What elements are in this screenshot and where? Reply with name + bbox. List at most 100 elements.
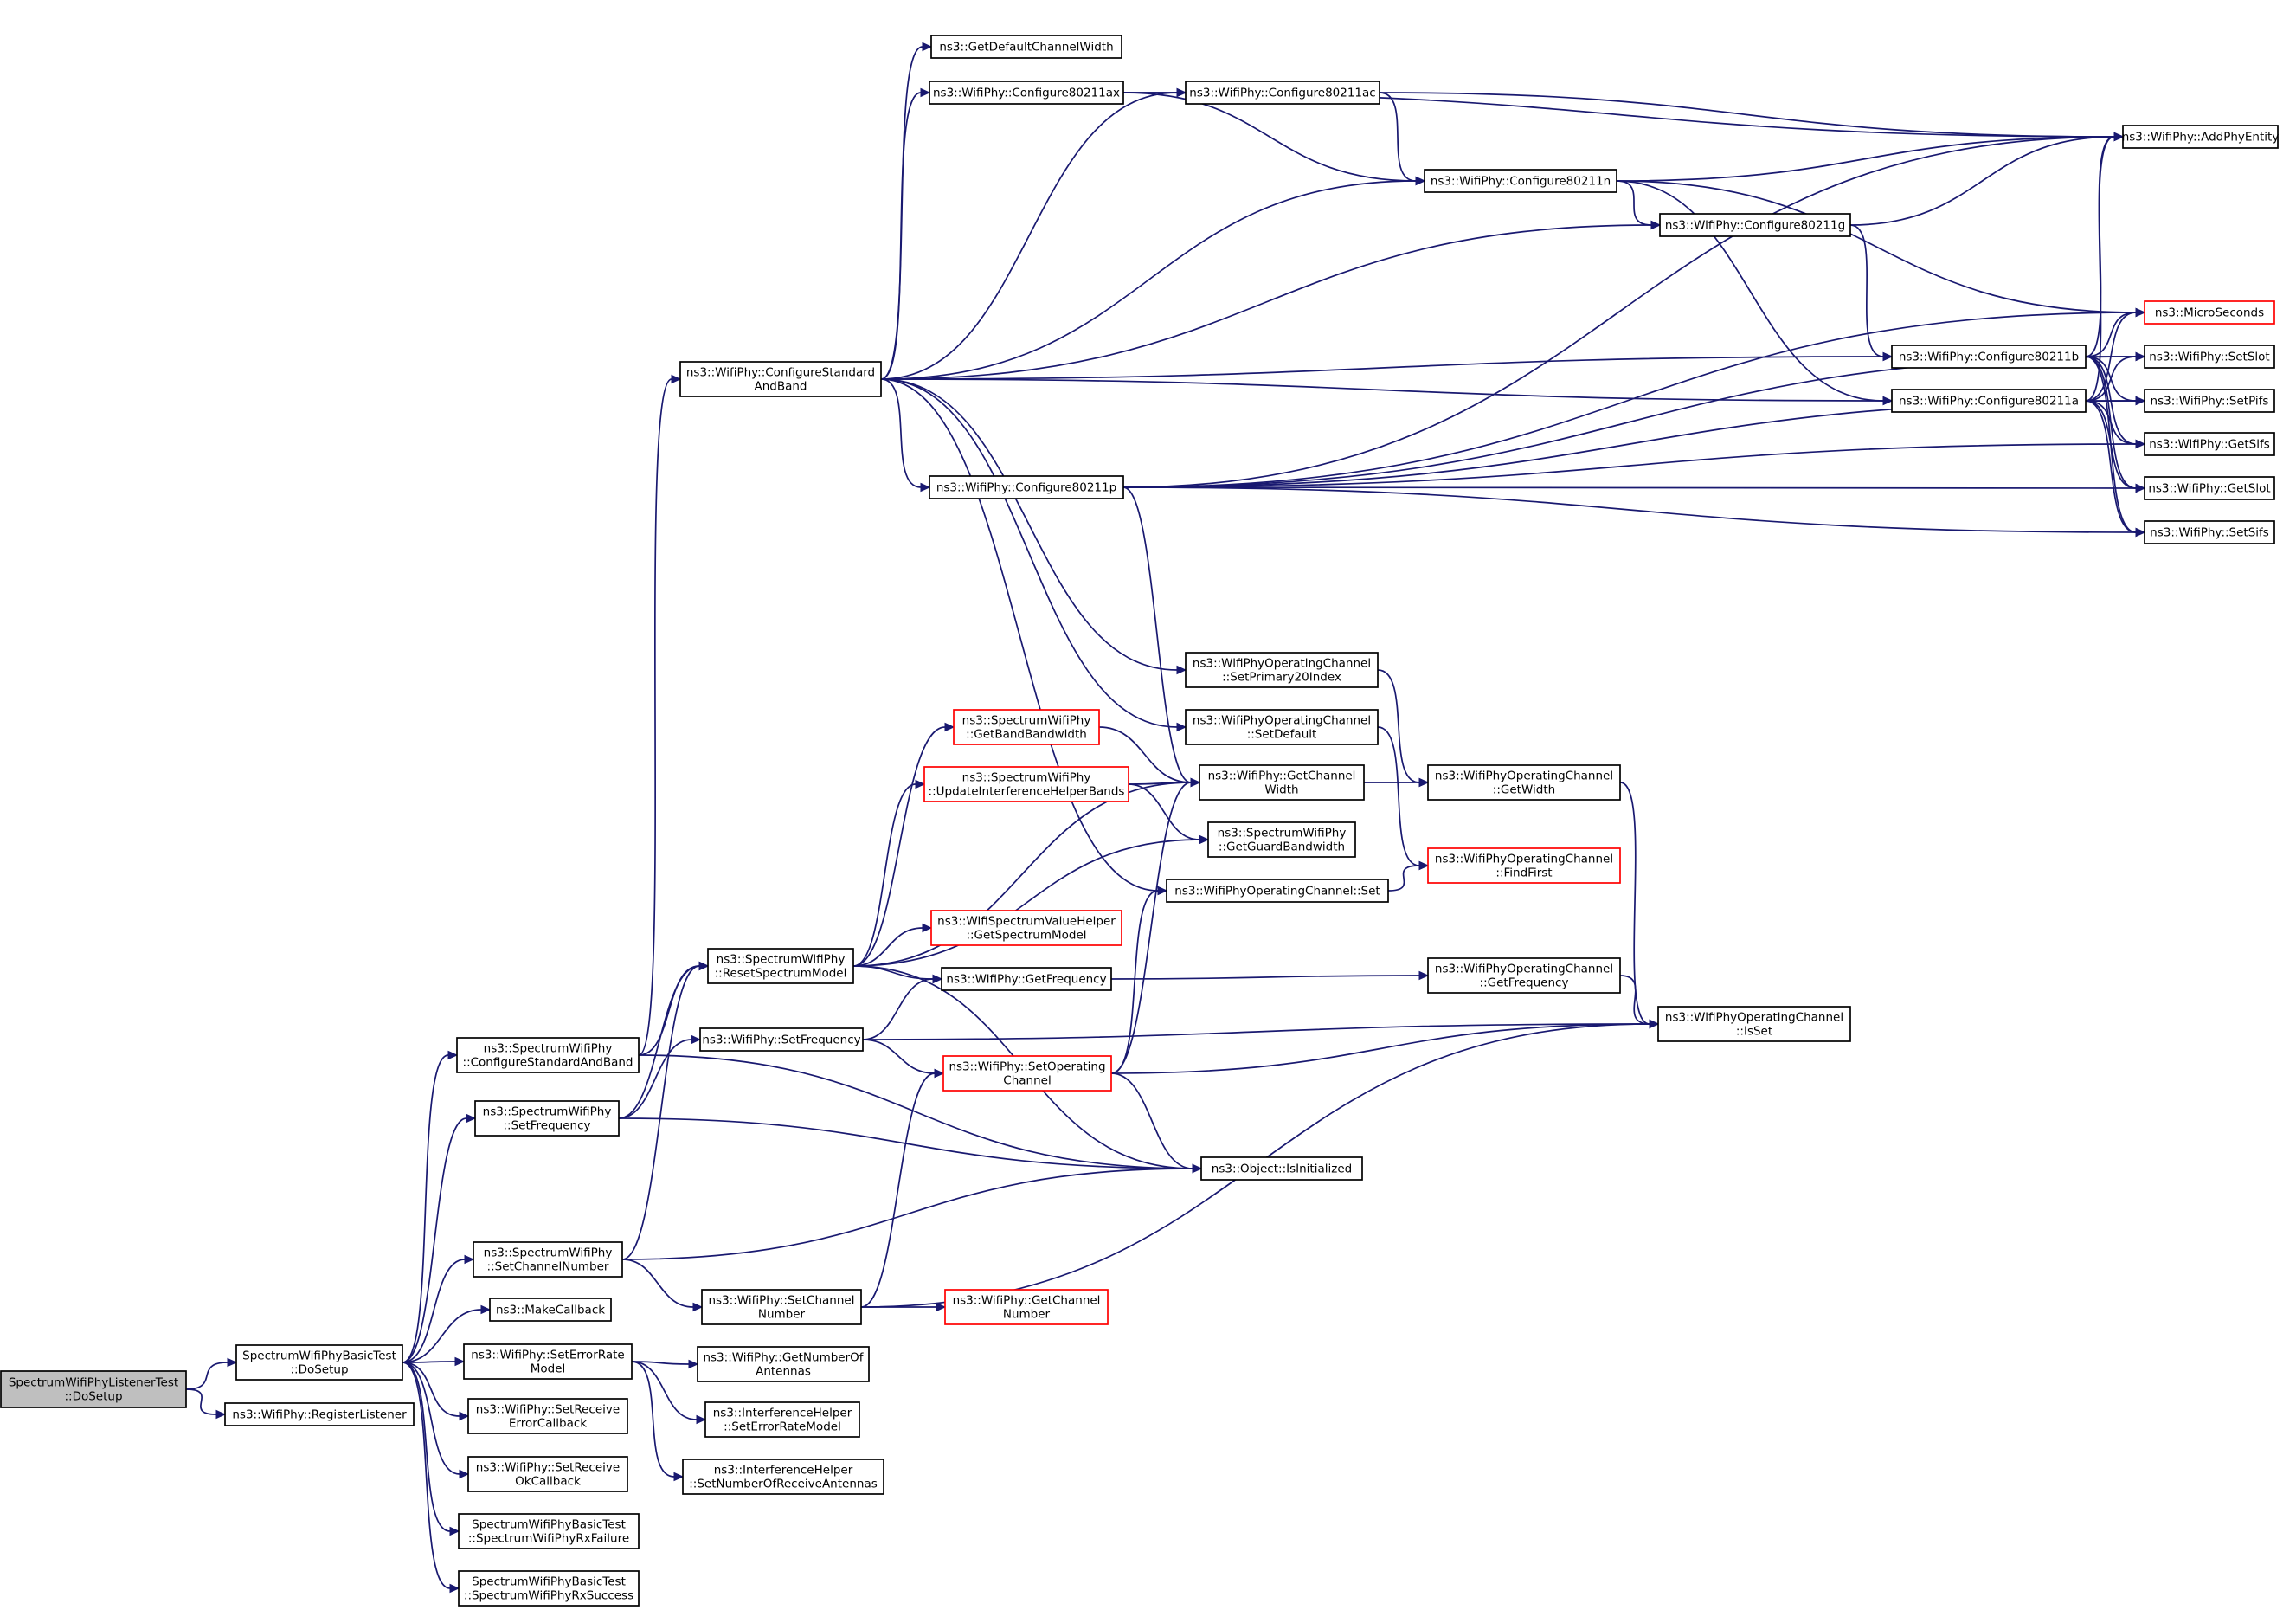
node-ocgw[interactable]: ns3::WifiPhyOperatingChannel::GetWidth bbox=[1427, 764, 1621, 801]
node-box bbox=[697, 1346, 870, 1382]
node-ihserm[interactable]: ns3::InterferenceHelper::SetErrorRateMod… bbox=[704, 1401, 860, 1438]
node-label: ns3::WifiPhy::SetErrorRate bbox=[471, 1349, 624, 1362]
node-label: ::ConfigureStandardAndBand bbox=[463, 1056, 633, 1070]
node-oinit[interactable]: ns3::Object::IsInitialized bbox=[1200, 1156, 1363, 1181]
edge-basic-scsab bbox=[402, 1050, 459, 1363]
edge-suihb-sggb bbox=[1128, 783, 1210, 845]
node-sscn[interactable]: ns3::SpectrumWifiPhy::SetChannelNumber bbox=[473, 1241, 623, 1278]
node-label: ::DoSetup bbox=[64, 1390, 122, 1404]
node-label: ns3::SpectrumWifiPhy bbox=[1218, 827, 1347, 840]
node-ocsd[interactable]: ns3::WifiPhyOperatingChannel::SetDefault bbox=[1185, 709, 1379, 745]
node-c11ax[interactable]: ns3::WifiPhy::Configure80211ax bbox=[929, 80, 1124, 105]
node-wscn[interactable]: ns3::WifiPhy::SetChannelNumber bbox=[701, 1289, 862, 1325]
node-ssf[interactable]: ns3::SpectrumWifiPhy::SetFrequency bbox=[474, 1100, 620, 1137]
edge-layer bbox=[185, 42, 2146, 1594]
edge-basic-sroc bbox=[402, 1362, 470, 1479]
node-label: ns3::WifiPhy::Configure80211ac bbox=[1189, 87, 1375, 100]
node-c11a[interactable]: ns3::WifiPhy::Configure80211a bbox=[1891, 389, 2087, 413]
node-ocff[interactable]: ns3::WifiPhyOperatingChannel::FindFirst bbox=[1427, 847, 1621, 884]
node-label: ::GetBandBandwidth bbox=[966, 728, 1087, 742]
node-spi[interactable]: ns3::WifiPhyOperatingChannel::SetPrimary… bbox=[1185, 652, 1379, 688]
node-ihsnra[interactable]: ns3::InterferenceHelper::SetNumberOfRece… bbox=[682, 1459, 884, 1495]
node-rsm[interactable]: ns3::SpectrumWifiPhy::ResetSpectrumModel bbox=[707, 948, 854, 984]
node-root[interactable]: SpectrumWifiPhyListenerTest::DoSetup bbox=[0, 1370, 187, 1408]
node-label: ::SpectrumWifiPhyRxFailure bbox=[468, 1532, 629, 1546]
node-label: ns3::MakeCallback bbox=[496, 1304, 605, 1317]
node-scsab[interactable]: ns3::SpectrumWifiPhy::ConfigureStandardA… bbox=[456, 1037, 640, 1073]
node-wsvh[interactable]: ns3::WifiSpectrumValueHelper::GetSpectru… bbox=[930, 910, 1122, 946]
edge-wgcw-ocgw bbox=[1364, 777, 1430, 788]
node-gdcw[interactable]: ns3::GetDefaultChannelWidth bbox=[930, 35, 1122, 59]
node-sggb[interactable]: ns3::SpectrumWifiPhy::GetGuardBandwidth bbox=[1207, 821, 1356, 858]
node-box bbox=[923, 766, 1129, 802]
node-ape[interactable]: ns3::WifiPhy::AddPhyEntity bbox=[2122, 125, 2280, 149]
node-c11p[interactable]: ns3::WifiPhy::Configure80211p bbox=[929, 475, 1124, 499]
node-label: ns3::WifiPhy::SetPifs bbox=[2151, 395, 2269, 409]
edge-csab-ocsd bbox=[880, 378, 1187, 732]
edge-serm-ihserm bbox=[631, 1361, 707, 1425]
edge-c11b-ape bbox=[2085, 132, 2125, 357]
node-label: ns3::WifiPhy::AddPhyEntity bbox=[2122, 131, 2280, 145]
node-wgf[interactable]: ns3::WifiPhy::GetFrequency bbox=[941, 967, 1112, 991]
node-c11g[interactable]: ns3::WifiPhy::Configure80211g bbox=[1659, 213, 1851, 237]
node-mkcb[interactable]: ns3::MakeCallback bbox=[489, 1298, 612, 1322]
node-reglist[interactable]: ns3::WifiPhy::RegisterListener bbox=[224, 1402, 415, 1426]
node-label: ns3::WifiPhy::SetChannel bbox=[709, 1294, 855, 1308]
node-micro[interactable]: ns3::MicroSeconds bbox=[2144, 300, 2275, 325]
node-box bbox=[2144, 345, 2275, 369]
node-box bbox=[701, 1289, 862, 1325]
node-rxfail[interactable]: SpectrumWifiPhyBasicTest::SpectrumWifiPh… bbox=[458, 1513, 640, 1549]
node-ssifs[interactable]: ns3::WifiPhy::SetSifs bbox=[2144, 520, 2275, 544]
node-box bbox=[1427, 764, 1621, 801]
edge-csab-c11p bbox=[880, 378, 931, 493]
node-ocset[interactable]: ns3::WifiPhyOperatingChannel::Set bbox=[1166, 879, 1389, 903]
node-box bbox=[1185, 709, 1379, 745]
node-rxsucc[interactable]: SpectrumWifiPhyBasicTest::SpectrumWifiPh… bbox=[458, 1570, 640, 1607]
node-box bbox=[2144, 389, 2275, 413]
node-sgbb[interactable]: ns3::SpectrumWifiPhy::GetBandBandwidth bbox=[953, 709, 1100, 745]
node-spifs[interactable]: ns3::WifiPhy::SetPifs bbox=[2144, 389, 2275, 413]
node-suihb[interactable]: ns3::SpectrumWifiPhy::UpdateInterference… bbox=[923, 766, 1129, 802]
edge-wsf-wgf bbox=[862, 974, 943, 1040]
node-c11n[interactable]: ns3::WifiPhy::Configure80211n bbox=[1424, 169, 1617, 193]
node-serm[interactable]: ns3::WifiPhy::SetErrorRateModel bbox=[463, 1343, 633, 1380]
node-box bbox=[2122, 125, 2279, 149]
node-ocgf[interactable]: ns3::WifiPhyOperatingChannel::GetFrequen… bbox=[1427, 957, 1621, 994]
node-gslot[interactable]: ns3::WifiPhy::GetSlot bbox=[2144, 476, 2275, 500]
edge-wsoc-wgcw bbox=[1110, 777, 1201, 1074]
node-wsf[interactable]: ns3::WifiPhy::SetFrequency bbox=[699, 1027, 864, 1052]
node-c11b[interactable]: ns3::WifiPhy::Configure80211b bbox=[1891, 345, 2087, 369]
node-sslot[interactable]: ns3::WifiPhy::SetSlot bbox=[2144, 345, 2275, 369]
node-label: ns3::WifiPhyOperatingChannel bbox=[1665, 1011, 1843, 1025]
node-box bbox=[1891, 345, 2087, 369]
edge-c11n-c11g bbox=[1616, 180, 1662, 230]
edge-scsab-csab bbox=[638, 374, 682, 1056]
node-csab[interactable]: ns3::WifiPhy::ConfigureStandardAndBand bbox=[679, 361, 882, 397]
node-label: ns3::SpectrumWifiPhy bbox=[962, 714, 1091, 728]
node-c11ac[interactable]: ns3::WifiPhy::Configure80211ac bbox=[1185, 80, 1380, 105]
node-label: ::SetPrimary20Index bbox=[1222, 671, 1341, 685]
node-label: ::SpectrumWifiPhyRxSuccess bbox=[464, 1589, 633, 1603]
edge-c11ac-ape bbox=[1379, 92, 2125, 142]
edge-c11n-c11a bbox=[1616, 180, 1894, 406]
edge-ocset-ocff bbox=[1387, 860, 1430, 892]
edge-spi-ocgw bbox=[1377, 669, 1430, 788]
node-ocis[interactable]: ns3::WifiPhyOperatingChannel::IsSet bbox=[1657, 1006, 1851, 1042]
node-box bbox=[1185, 652, 1379, 688]
node-label: ns3::WifiPhy::SetFrequency bbox=[702, 1034, 860, 1047]
node-layer: SpectrumWifiPhyListenerTest::DoSetupSpec… bbox=[0, 35, 2280, 1607]
node-label: ns3::WifiPhy::GetSifs bbox=[2149, 438, 2270, 452]
node-basic[interactable]: SpectrumWifiPhyBasicTest::DoSetup bbox=[235, 1344, 403, 1381]
edge-csab-spi bbox=[880, 378, 1187, 675]
edge-serm-ihsnra bbox=[631, 1361, 685, 1482]
edge-c11p-gsifs bbox=[1122, 439, 2146, 488]
node-gsifs[interactable]: ns3::WifiPhy::GetSifs bbox=[2144, 432, 2275, 456]
node-label: ::GetWidth bbox=[1493, 783, 1555, 797]
